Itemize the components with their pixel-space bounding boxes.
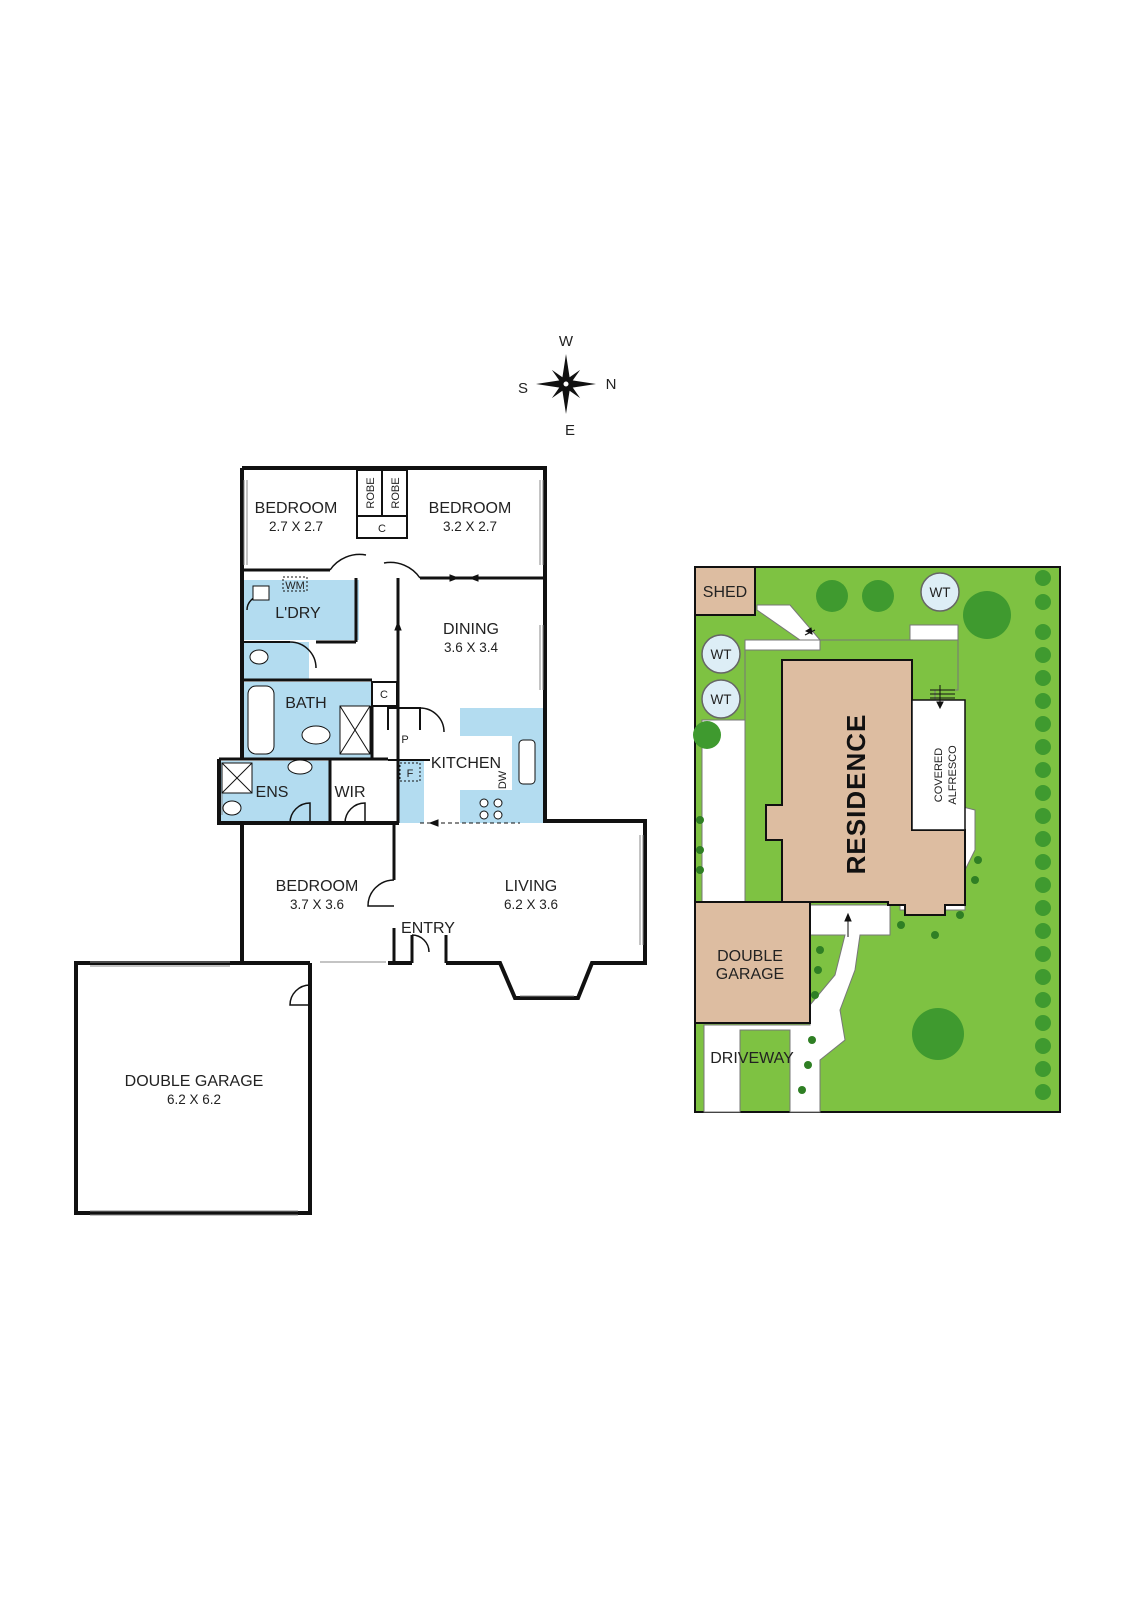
compass-north-label: N — [606, 376, 617, 393]
site-plan: SHED WT WT WT RESIDENCE COVERED ALFRESCO… — [693, 566, 1061, 1113]
residence-shape — [694, 659, 966, 1024]
pantry-label: P — [401, 734, 408, 746]
level-arrows — [394, 574, 520, 827]
alfresco-label-line2: ALFRESCO — [947, 745, 959, 805]
laundry-label: L'DRY — [275, 605, 321, 622]
garage-label: DOUBLE GARAGE — [125, 1073, 264, 1090]
compass-south-label: S — [518, 380, 528, 397]
living-label: LIVING — [505, 878, 557, 895]
dishwasher-label: DW — [497, 770, 509, 789]
hedge-row-icon — [1035, 570, 1051, 1100]
walls — [74, 466, 647, 1215]
bedroom-3-dims: 3.7 X 3.6 — [290, 897, 344, 912]
water-tank-3-label: WT — [711, 692, 732, 707]
residence-label: RESIDENCE — [841, 714, 871, 875]
bedroom-1-label: BEDROOM — [255, 500, 338, 517]
vegetation — [693, 570, 1051, 1100]
dining-dims: 3.6 X 3.4 — [444, 640, 499, 655]
ensuite-label: ENS — [256, 784, 289, 801]
arrow-right-icon — [449, 574, 460, 582]
fixtures — [221, 576, 536, 820]
alfresco-shape — [911, 699, 966, 831]
bedroom-2-dims: 3.2 X 2.7 — [443, 519, 497, 534]
compass-rose: W N S E — [518, 333, 616, 439]
arrow-icon-site — [804, 627, 813, 635]
arrow-down-icon-site — [936, 701, 944, 710]
compass-west-label: W — [559, 333, 574, 350]
shed-shape — [694, 566, 756, 616]
site-arrows — [804, 627, 955, 937]
water-tank-1-label: WT — [930, 585, 951, 600]
site-garage-label-line1: DOUBLE — [717, 948, 783, 965]
ens-toilet-icon — [222, 800, 242, 816]
buildings — [694, 566, 966, 1024]
laundry-trough-icon — [252, 585, 270, 601]
washing-machine-icon — [282, 576, 308, 592]
kitchen-label: KITCHEN — [431, 755, 501, 772]
driveway-label: DRIVEWAY — [710, 1050, 794, 1067]
doors — [246, 553, 445, 1006]
cooktop-icon — [479, 798, 503, 820]
bedroom-3-label: BEDROOM — [276, 878, 359, 895]
bedroom-2-label: BEDROOM — [429, 500, 512, 517]
tree-icon-2 — [912, 1008, 964, 1060]
fridge-icon — [399, 762, 421, 782]
dining-label: DINING — [443, 621, 499, 638]
bathtub-icon — [247, 685, 275, 755]
bath-label: BATH — [285, 695, 326, 712]
wir-label: WIR — [334, 784, 365, 801]
shed-label: SHED — [703, 584, 747, 601]
garage-dims: 6.2 X 6.2 — [167, 1092, 221, 1107]
fridge-label: F — [407, 768, 414, 780]
water-tank-2-label: WT — [711, 647, 732, 662]
shrub-icon — [816, 580, 848, 612]
water-tank-3-icon — [701, 679, 741, 719]
water-tanks — [701, 572, 960, 719]
living-dims: 6.2 X 3.6 — [504, 897, 558, 912]
compass-east-label: E — [565, 422, 575, 439]
shrub-icon-2 — [862, 580, 894, 612]
robe-1-label: ROBE — [365, 477, 377, 508]
driveway-area — [703, 904, 891, 1113]
water-tank-1-icon — [920, 572, 960, 612]
kitchen-sink-icon — [518, 739, 536, 785]
robe-2-label: ROBE — [390, 477, 402, 508]
arrow-up-icon-site — [844, 912, 852, 922]
tree-icon — [963, 591, 1011, 639]
water-tank-2-icon — [701, 634, 741, 674]
wc-toilet-icon — [249, 649, 269, 665]
alfresco-label-line1: COVERED — [933, 748, 945, 802]
kitchen-bench-fill — [460, 708, 545, 823]
entry-label: ENTRY — [401, 920, 455, 937]
cupboard-mid-label: C — [380, 689, 388, 701]
windows — [90, 480, 644, 1216]
arrow-left-icon-2 — [428, 819, 439, 827]
cupboard-top-label: C — [378, 523, 386, 535]
site-garage-label-line2: GARAGE — [716, 966, 784, 983]
bath-vanity-basin-icon — [301, 725, 331, 745]
compass-icon — [536, 354, 596, 414]
house-floor-plan: BEDROOM 2.7 X 2.7 BEDROOM 3.2 X 2.7 ROBE… — [74, 466, 647, 1216]
shrub-icon-3 — [693, 721, 721, 749]
ens-basin-icon — [287, 759, 313, 775]
washing-machine-label: WM — [285, 580, 305, 592]
arrow-up-icon — [394, 620, 402, 631]
arrow-left-icon — [468, 574, 479, 582]
bedroom-1-dims: 2.7 X 2.7 — [269, 519, 323, 534]
